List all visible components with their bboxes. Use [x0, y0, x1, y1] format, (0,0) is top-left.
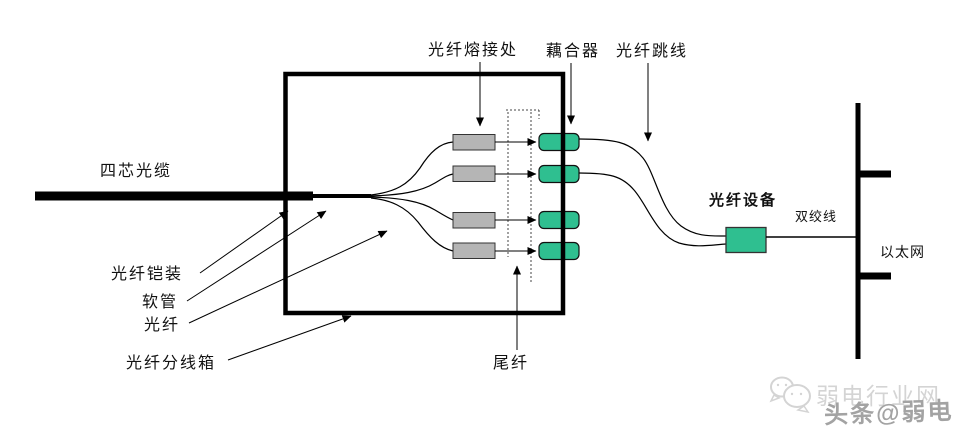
watermark-logo-icon [769, 376, 811, 414]
ethernet-label: 以太网 [880, 244, 925, 260]
jumper-label: 光纤跳线 [616, 43, 689, 60]
distribution-box-callout-arrow [227, 315, 352, 361]
cable-label: 四芯光缆 [100, 163, 173, 180]
splice-box-1 [452, 134, 496, 151]
coupler-label: 藕合器 [546, 43, 601, 60]
coupler-3 [538, 210, 580, 230]
fiber-curve-4 [370, 197, 454, 252]
fiber-callout-arrow [188, 230, 388, 324]
fiber-curve-1 [370, 141, 454, 196]
tube-label: 软管 [142, 294, 179, 311]
watermark-credit-text: 头条@弱电 [823, 397, 954, 430]
jumper-curve-2 [578, 172, 727, 247]
fiber-curve-3 [370, 196, 454, 221]
splice-box-2 [452, 165, 496, 182]
coupler-2 [538, 164, 580, 184]
splice-label: 光纤熔接处 [428, 42, 519, 59]
distribution-box-label: 光纤分线箱 [126, 355, 217, 372]
splice-box-4 [452, 242, 496, 259]
pigtail-label: 尾纤 [493, 355, 530, 372]
twisted-pair-label: 双绞线 [795, 209, 838, 224]
fiber-curve-2 [370, 173, 454, 197]
tube-callout-arrow [186, 210, 327, 302]
jumper-curve-1 [578, 138, 727, 237]
fiber-label: 光纤 [144, 317, 181, 334]
coupler-1 [538, 132, 580, 152]
coupler-4 [538, 241, 580, 261]
watermark-site-text: 弱电行业网 [816, 383, 941, 409]
armor-callout-arrow [199, 210, 289, 274]
armor-label: 光纤铠装 [111, 266, 184, 283]
splice-box-3 [452, 212, 496, 229]
device-label: 光纤设备 [709, 192, 778, 209]
fiber-device-box [725, 226, 767, 254]
distribution-box-outline [283, 71, 566, 316]
